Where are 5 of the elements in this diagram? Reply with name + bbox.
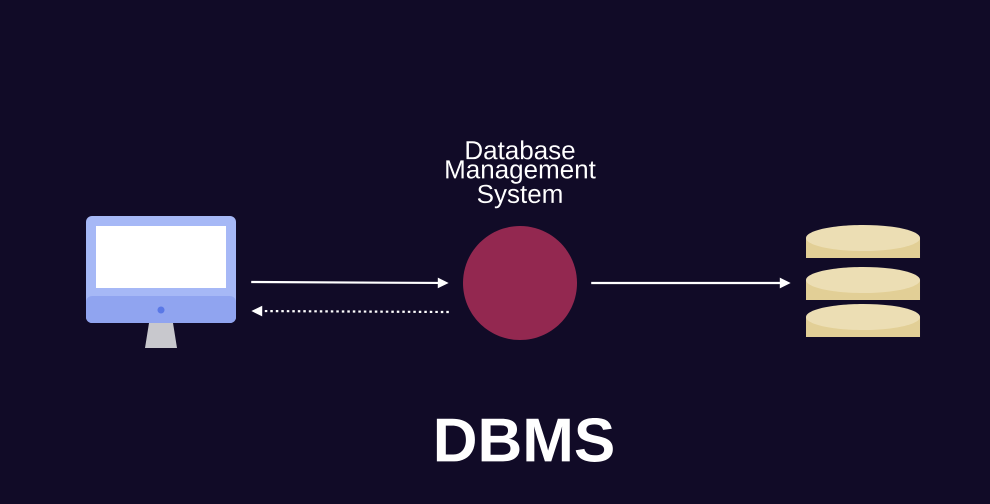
monitor-drawing — [86, 216, 236, 348]
title: DBMS — [436, 418, 613, 462]
circle-node: Database Management System — [446, 140, 596, 340]
node-label: Database Management System — [446, 140, 596, 208]
database-drawing — [806, 225, 920, 337]
